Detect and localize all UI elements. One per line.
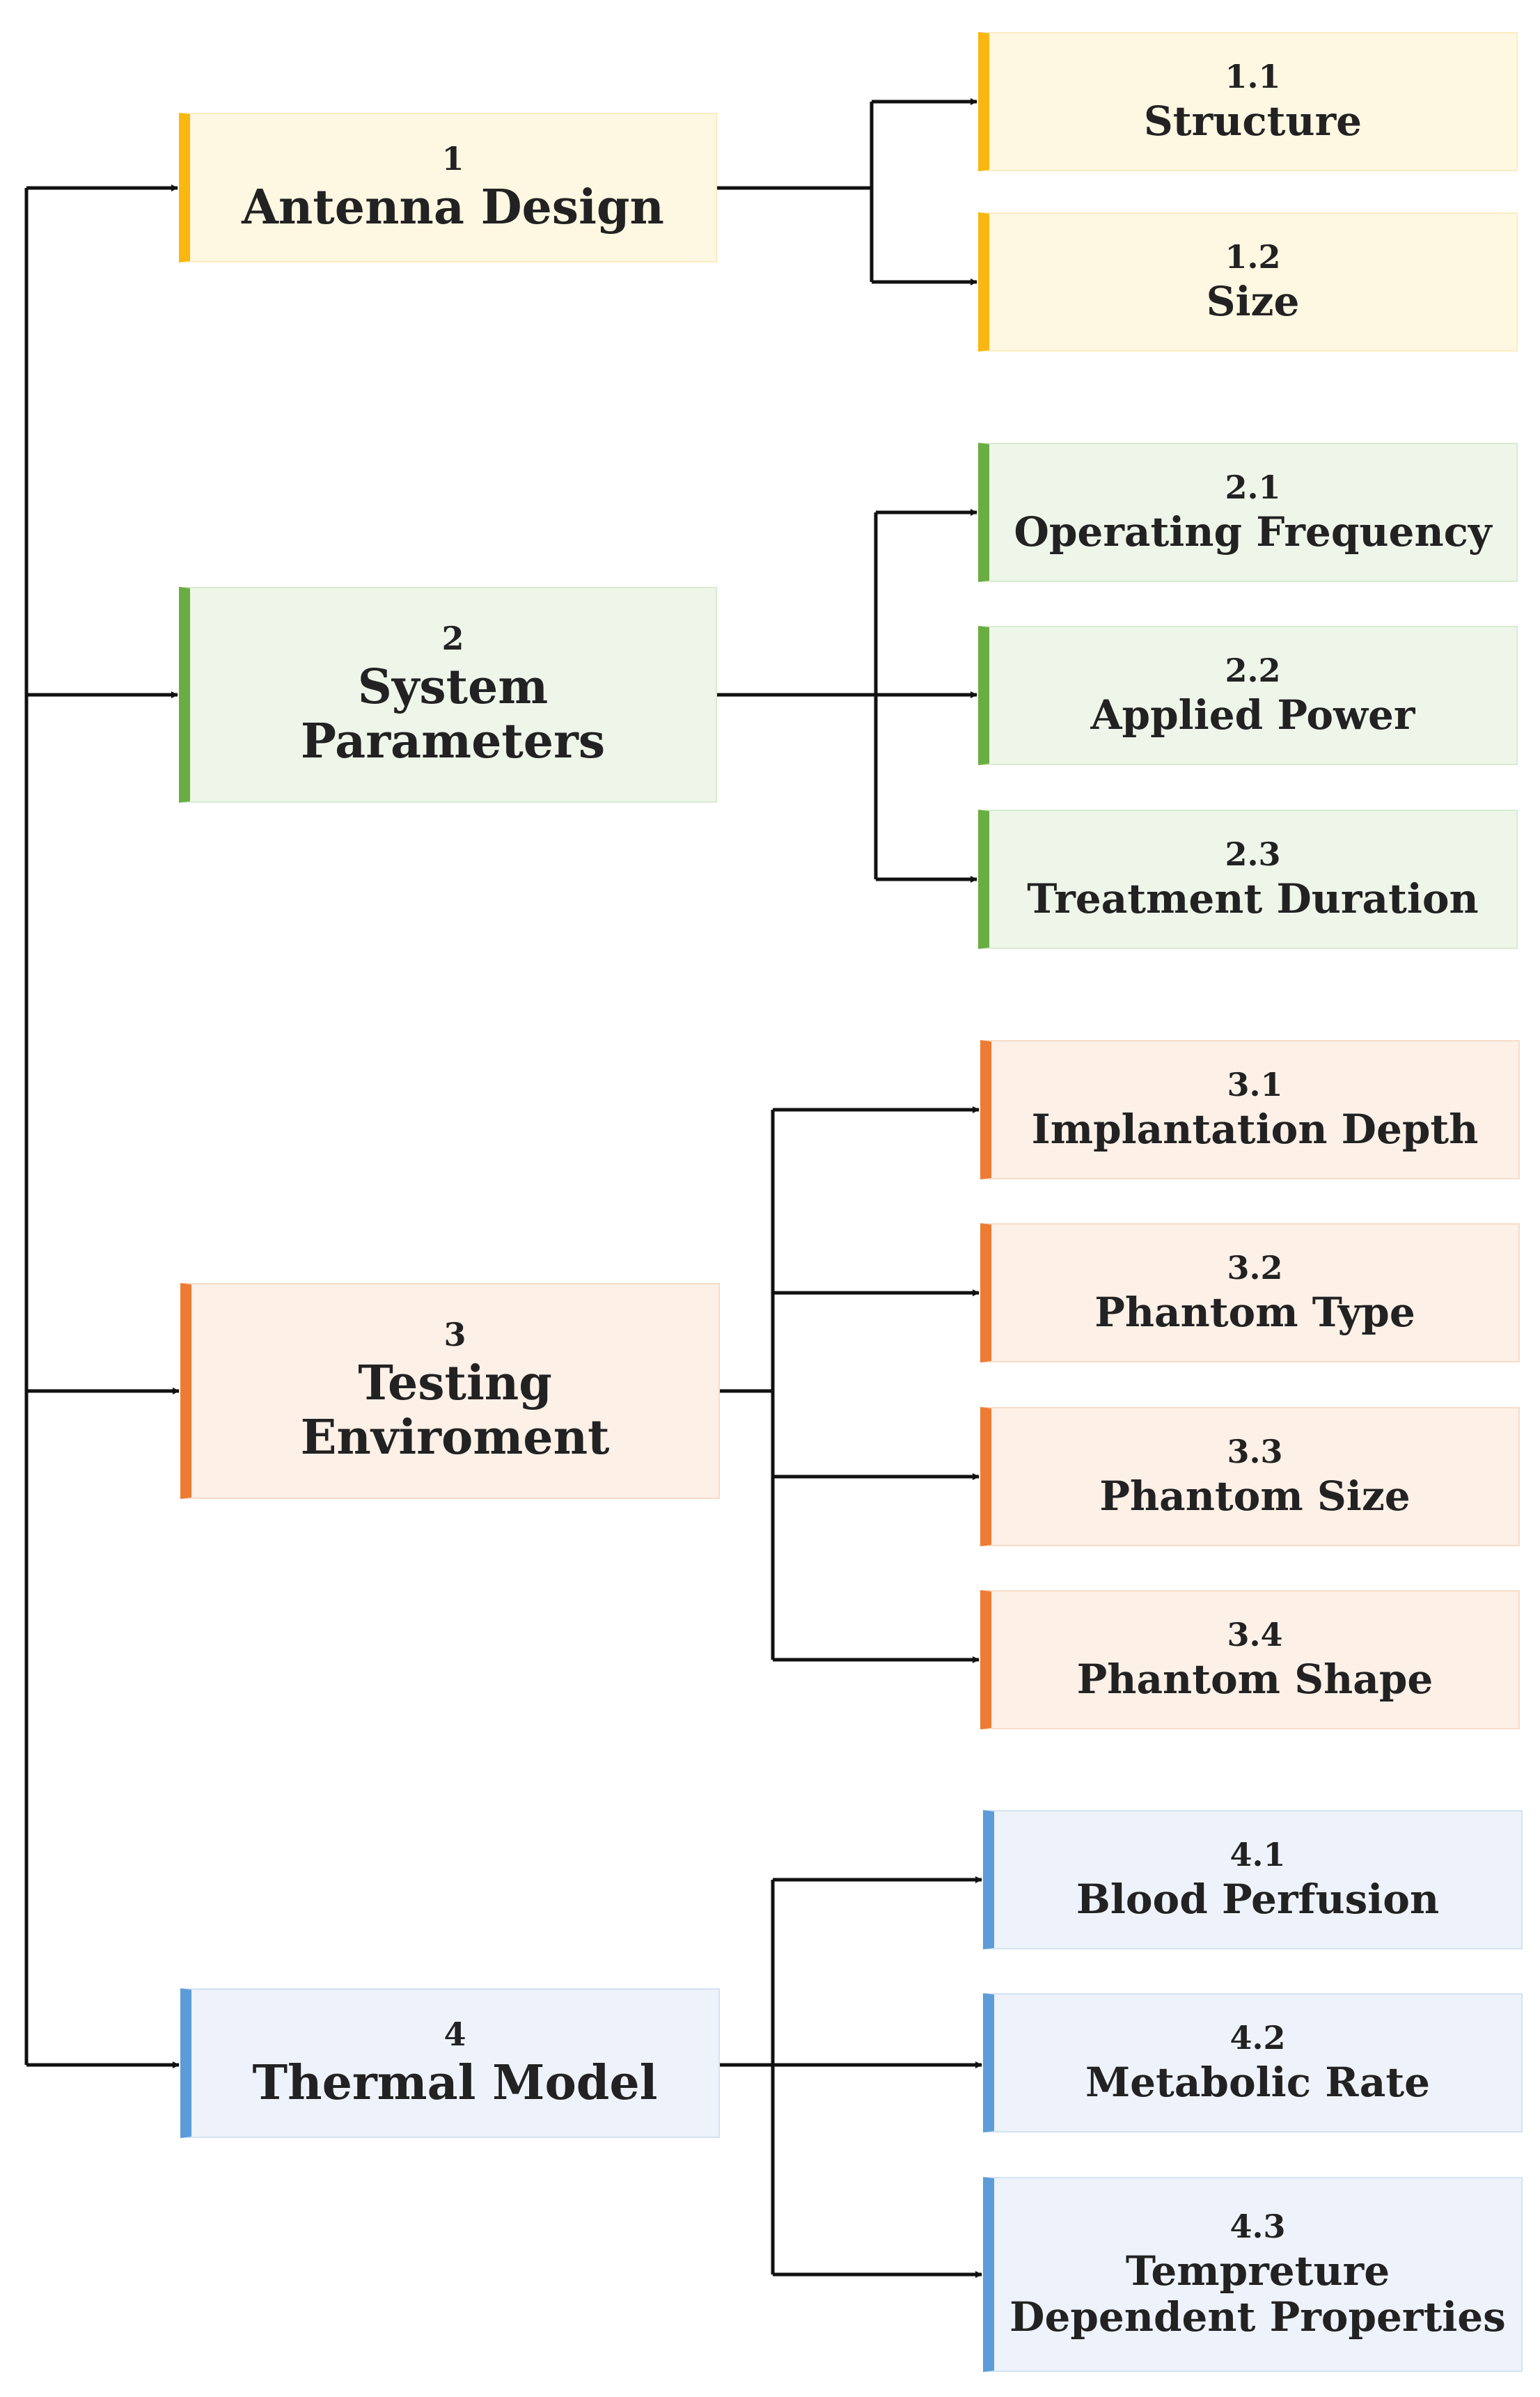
node-title: Size [1206, 278, 1300, 326]
node-number: 4.3 [1229, 2207, 1286, 2245]
group-3-connectors [720, 1106, 980, 1663]
trunk-branches [26, 184, 180, 2068]
group-1-connectors [717, 98, 977, 285]
node-title: Thermal Model [252, 2054, 658, 2111]
node-thermal-model: 4 Thermal Model [180, 1988, 720, 2138]
node-number: 4.2 [1229, 2019, 1286, 2057]
node-title: Treatment Duration [1027, 875, 1479, 923]
node-number: 3.4 [1227, 1616, 1283, 1654]
node-number: 4.1 [1229, 1836, 1286, 1874]
node-title: Implantation Depth [1031, 1106, 1479, 1154]
node-number: 1.1 [1225, 58, 1281, 96]
node-title: Antenna Design [242, 179, 664, 235]
node-phantom-shape: 3.4 Phantom Shape [980, 1590, 1520, 1729]
node-number: 3.3 [1227, 1433, 1283, 1471]
node-number: 2.2 [1225, 652, 1281, 690]
node-phantom-size: 3.3 Phantom Size [980, 1407, 1520, 1546]
node-title: Structure [1143, 97, 1362, 146]
node-title: Phantom Type [1094, 1289, 1415, 1337]
node-number: 1 [441, 139, 464, 178]
node-title: Blood Perfusion [1076, 1876, 1440, 1924]
node-number: 1.2 [1225, 238, 1281, 276]
node-number: 4 [443, 2015, 466, 2053]
node-number: 2 [441, 620, 464, 658]
node-operating-frequency: 2.1 Operating Frequency [978, 443, 1518, 582]
node-size: 1.2 Size [978, 212, 1518, 352]
node-phantom-type: 3.2 Phantom Type [980, 1223, 1520, 1362]
group-4-connectors [720, 1876, 982, 2278]
node-antenna-design: 1 Antenna Design [179, 113, 717, 262]
node-number: 3.2 [1227, 1249, 1283, 1287]
node-title: Operating Frequency [1014, 508, 1492, 556]
node-implantation-depth: 3.1 Implantation Depth [980, 1040, 1520, 1179]
node-title: Phantom Shape [1076, 1656, 1433, 1704]
node-structure: 1.1 Structure [978, 32, 1518, 171]
group-2-connectors [717, 509, 977, 883]
node-title: Metabolic Rate [1085, 2059, 1431, 2107]
node-blood-perfusion: 4.1 Blood Perfusion [983, 1810, 1523, 1949]
node-applied-power: 2.2 Applied Power [978, 626, 1518, 765]
node-number: 3.1 [1227, 1066, 1283, 1104]
node-title: Phantom Size [1099, 1472, 1411, 1520]
node-number: 2.3 [1225, 835, 1281, 874]
node-treatment-duration: 2.3 Treatment Duration [978, 810, 1518, 949]
node-number: 3 [443, 1316, 466, 1354]
node-number: 2.1 [1225, 469, 1281, 507]
node-title: Applied Power [1090, 691, 1415, 739]
node-metabolic-rate: 4.2 Metabolic Rate [983, 1993, 1523, 2132]
